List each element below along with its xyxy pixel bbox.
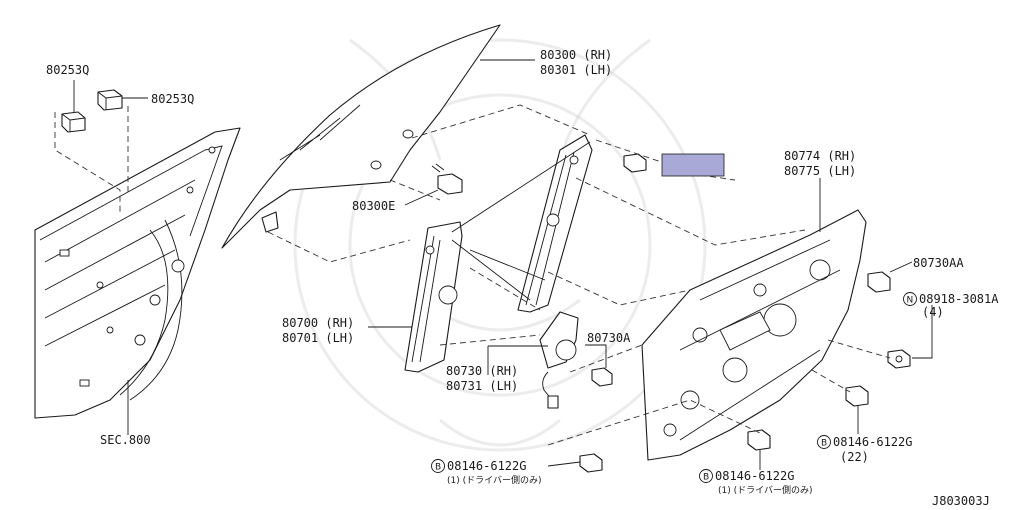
label-nut-qty: (4) <box>922 305 944 319</box>
label-bolt-c-code: 08146-6122G <box>447 459 526 473</box>
label-glass-rh: 80300 (RH) <box>540 48 612 62</box>
svg-text:B: B <box>435 463 441 473</box>
diagram-code: J803003J <box>932 494 990 508</box>
bolt-marker: B <box>431 459 445 473</box>
clip-part <box>61 111 86 133</box>
regulator-motor <box>539 311 579 409</box>
label-bolt-b-note: (1) (ドライバー側のみ) <box>718 484 812 496</box>
label-motor-rh: 80730 (RH) <box>446 364 518 378</box>
label-module-screw: 80730AA <box>913 256 964 270</box>
glass-bolt <box>431 163 463 195</box>
svg-text:B: B <box>703 473 709 483</box>
label-glass-bolt: 80300E <box>352 199 395 213</box>
motor-screw <box>591 367 613 387</box>
label-module-rh: 80774 (RH) <box>784 149 856 163</box>
label-door-ref: SEC.800 <box>100 433 151 447</box>
label-bolt-c-note: (1) (ドライバー側のみ) <box>447 474 541 486</box>
assembly-lines <box>54 104 891 446</box>
label-regulator-rh: 80700 (RH) <box>282 316 354 330</box>
label-regulator-lh: 80701 (LH) <box>282 331 354 345</box>
leader-lines <box>73 59 933 470</box>
label-clip-top: 80253Q <box>46 63 89 77</box>
door-module-panel <box>641 209 867 461</box>
bolt-marker: B <box>817 435 831 449</box>
svg-text:B: B <box>821 439 827 449</box>
door-glass <box>221 24 501 249</box>
label-bolt-a-qty: (22) <box>840 450 869 464</box>
clip-part <box>97 89 123 111</box>
label-glass-lh: 80301 (LH) <box>540 63 612 77</box>
module-nut <box>887 349 911 369</box>
svg-text:N: N <box>907 296 914 306</box>
label-bolt-b-code: 08146-6122G <box>715 469 794 483</box>
bolt-part <box>579 453 603 473</box>
window-regulator <box>404 134 593 373</box>
label-bolt-a-code: 08146-6122G <box>833 435 912 449</box>
bolt-part <box>747 429 771 451</box>
label-motor-lh: 80731 (LH) <box>446 379 518 393</box>
label-module-lh: 80775 (LH) <box>784 164 856 178</box>
bolt-part <box>845 385 869 407</box>
part-highlight-box[interactable] <box>661 153 725 177</box>
nut-marker: N <box>903 292 917 306</box>
regulator-bolt <box>623 153 647 173</box>
door-outer-panel <box>34 127 241 419</box>
label-motor-screw: 80730A <box>587 331 631 345</box>
bolt-marker: B <box>699 469 713 483</box>
module-screw <box>867 271 891 293</box>
label-nut-code: 08918-3081A <box>919 292 999 306</box>
label-clip-side: 80253Q <box>151 92 194 106</box>
